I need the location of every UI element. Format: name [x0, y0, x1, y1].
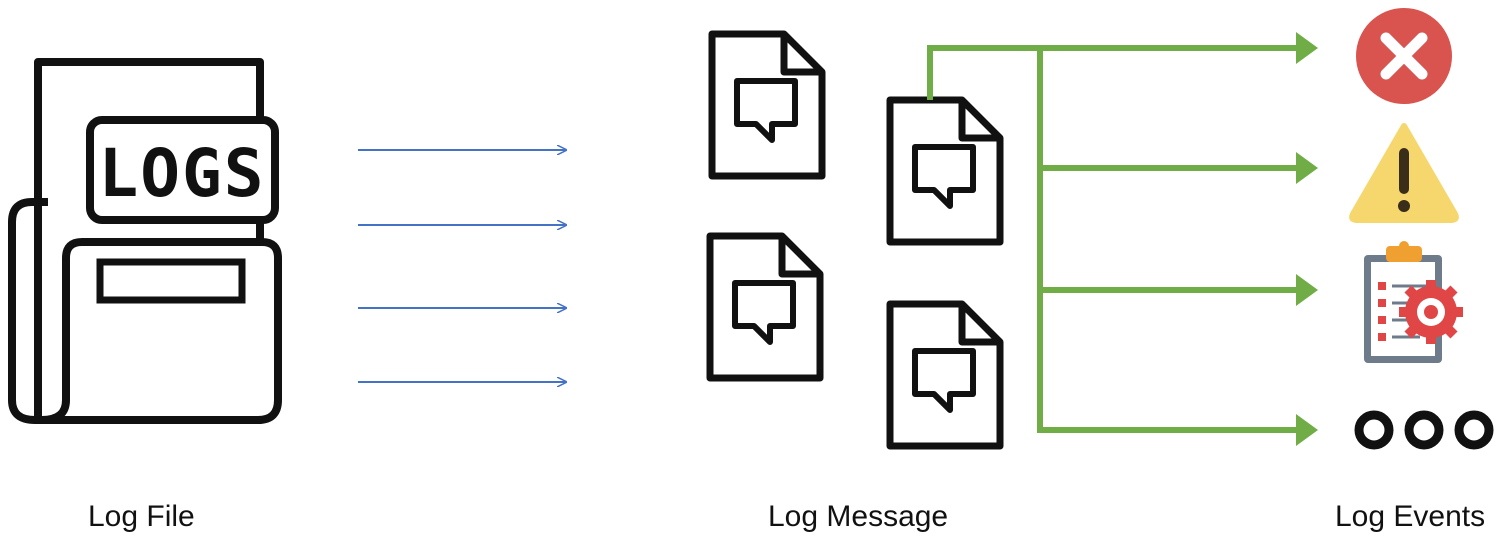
- warning-icon: [1349, 123, 1459, 223]
- green-arrowheads: [1296, 32, 1318, 446]
- green-connectors: [927, 45, 1300, 433]
- logs-icon-text: LOGS: [99, 135, 266, 212]
- more-icon: [1354, 410, 1494, 450]
- log-message-doc-icon: [890, 304, 1000, 446]
- log-message-doc-icon: [890, 100, 1000, 242]
- log-file-label: Log File: [88, 500, 195, 533]
- clipboard-settings-icon: [1364, 241, 1463, 363]
- log-message-doc-icon: [710, 236, 820, 378]
- log-message-doc-icon: [712, 34, 822, 176]
- log-file-icon: LOGS: [8, 58, 282, 424]
- log-message-label: Log Message: [768, 500, 949, 533]
- log-events-label: Log Events: [1335, 500, 1486, 533]
- error-icon: [1356, 8, 1452, 104]
- blue-arrows: [358, 150, 566, 382]
